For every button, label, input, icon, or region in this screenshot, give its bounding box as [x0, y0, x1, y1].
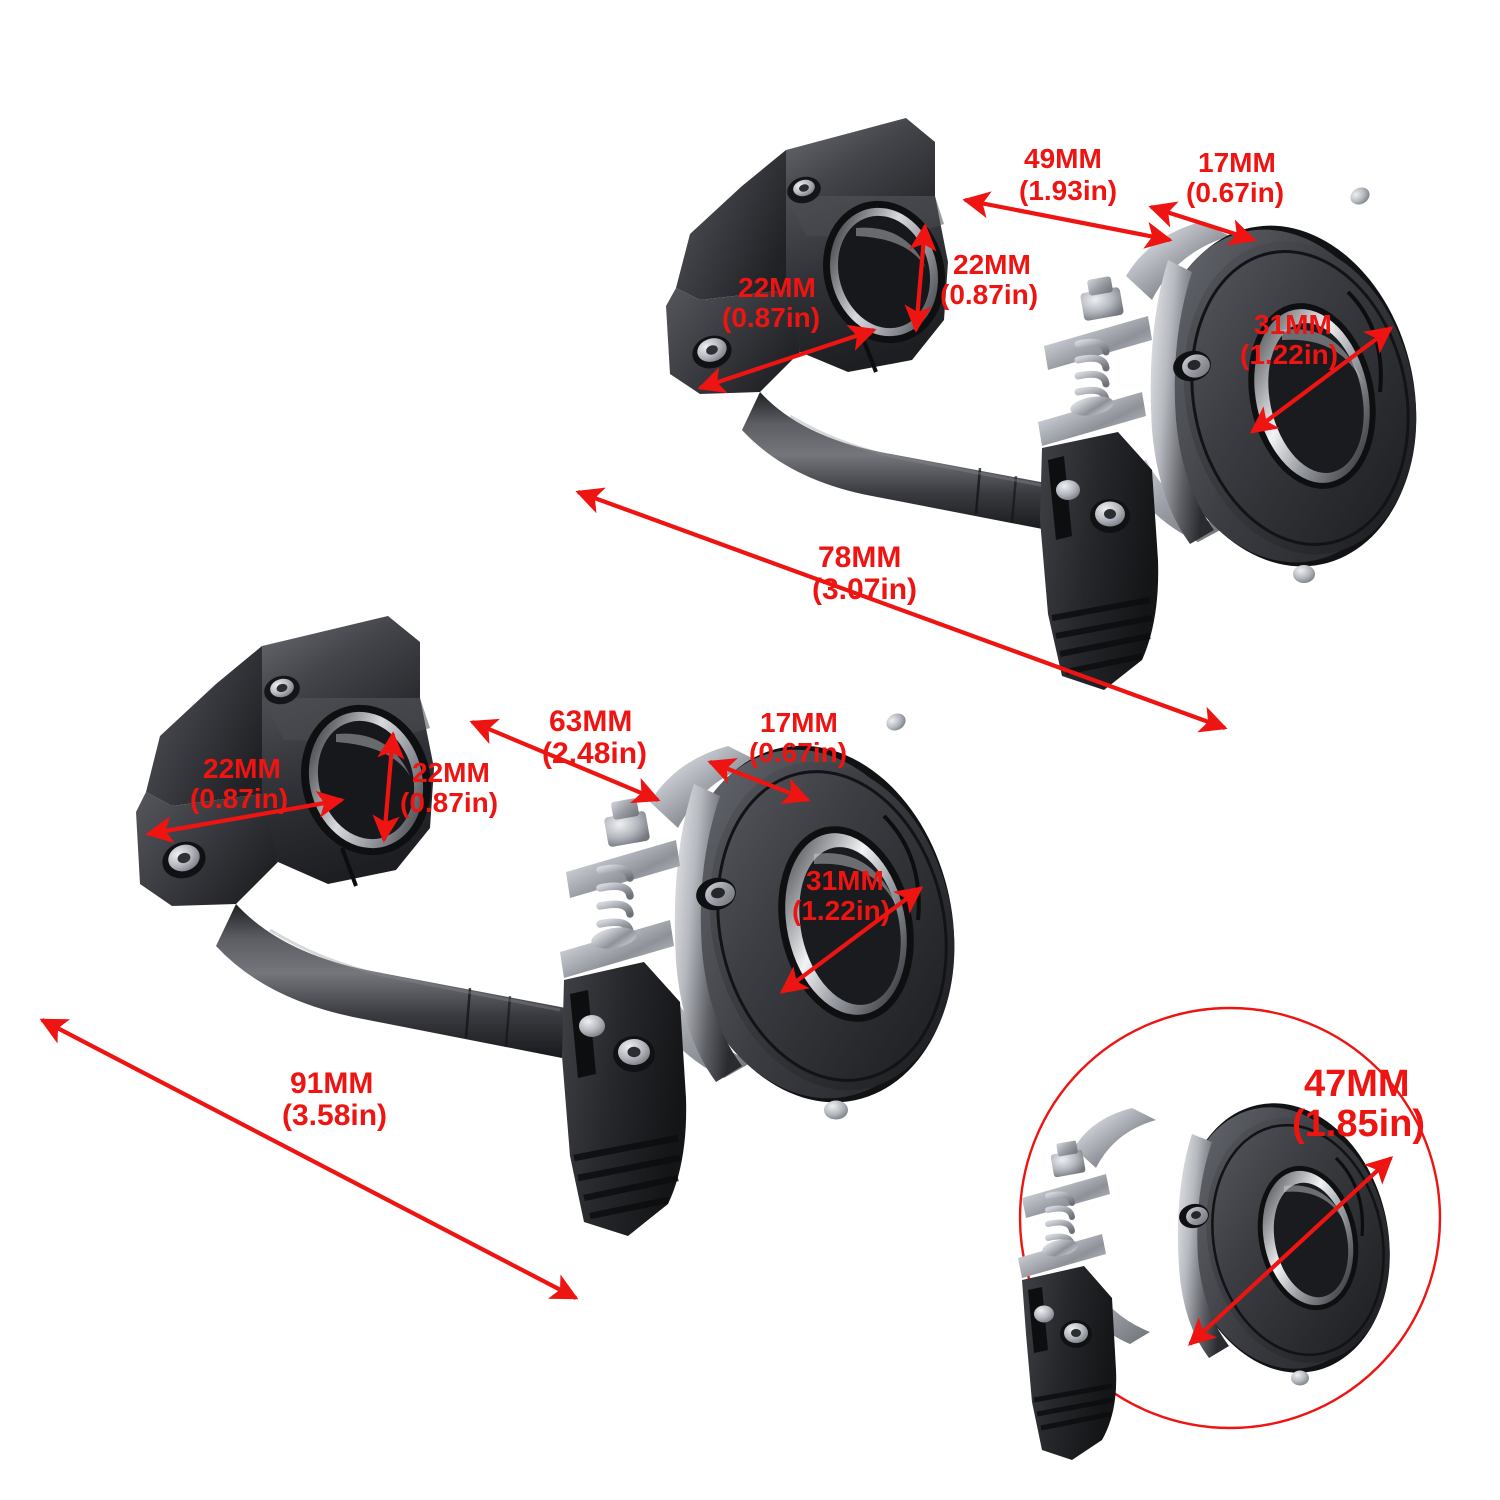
label-upper-22mm-diagonal-mm: 22MM [738, 272, 816, 303]
label-lower-22mm-vertical: 22MM (0.87in) [400, 757, 498, 818]
arrow-detail-47mm [1187, 1156, 1394, 1346]
label-lower-31mm-in: (1.22in) [792, 895, 890, 926]
label-lower-22mm-vertical-mm: 22MM [412, 757, 490, 788]
label-lower-91mm: 91MM (3.58in) [282, 1067, 387, 1132]
callout-circle-outline [1018, 1006, 1442, 1430]
label-upper-22mm-vertical-in: (0.87in) [940, 279, 1038, 310]
label-upper-22mm-vertical: 22MM (0.87in) [940, 249, 1038, 310]
arrow-upper-31mm [1249, 326, 1394, 434]
label-upper-22mm-vertical-mm: 22MM [953, 249, 1031, 280]
label-lower-63mm-mm: 63MM [549, 705, 632, 738]
arrow-lower-22mm-vertical [372, 731, 405, 843]
label-lower-17mm-in: (0.67in) [749, 737, 847, 768]
arrow-lower-22mm-diagonal [145, 790, 345, 844]
label-detail-47mm-mm: 47MM [1304, 1063, 1410, 1105]
label-lower-91mm-in: (3.58in) [282, 1099, 387, 1132]
arrow-upper-49mm [962, 191, 1173, 249]
dimension-arrows [39, 191, 1394, 1346]
label-upper-17mm-in: (0.67in) [1186, 177, 1284, 208]
label-lower-22mm-diagonal: 22MM (0.87in) [190, 753, 288, 814]
label-upper-78mm-in: (3.07in) [812, 573, 917, 606]
lower-clamp-lever [562, 962, 687, 1236]
label-upper-31mm-in: (1.22in) [1240, 339, 1338, 370]
label-upper-17mm-mm: 17MM [1198, 147, 1276, 178]
upper-spring-bolt-assembly [1038, 276, 1152, 446]
label-upper-78mm: 78MM (3.07in) [812, 541, 917, 606]
label-lower-17mm-mm: 17MM [760, 707, 838, 738]
lower-spring-bolt-assembly [560, 798, 680, 978]
label-upper-31mm: 31MM (1.22in) [1240, 309, 1338, 370]
upper-arm-tube [742, 392, 1062, 532]
arrow-lower-17mm [707, 758, 811, 804]
arrow-lower-63mm [469, 718, 661, 804]
arrow-upper-22mm-diagonal [697, 324, 877, 394]
dimension-labels: 49MM (1.93in) 17MM (0.67in) 22MM (0.87in… [190, 143, 1425, 1145]
label-upper-22mm-diagonal-in: (0.87in) [722, 302, 820, 333]
label-lower-22mm-vertical-in: (0.87in) [400, 787, 498, 818]
label-lower-31mm: 31MM (1.22in) [792, 865, 890, 926]
upper-clamp-lever [1040, 432, 1159, 690]
label-lower-63mm-in: (2.48in) [542, 737, 647, 770]
label-lower-31mm-mm: 31MM [806, 865, 884, 896]
upper-handlebar-clamp-block [666, 118, 948, 394]
lower-handlebar-clamp-block [136, 616, 434, 906]
arrow-upper-22mm-vertical [904, 223, 937, 333]
label-upper-17mm: 17MM (0.67in) [1186, 147, 1284, 208]
label-lower-17mm: 17MM (0.67in) [749, 707, 847, 768]
arrow-upper-17mm [1148, 201, 1257, 246]
label-upper-78mm-mm: 78MM [818, 541, 901, 574]
arrow-upper-78mm [575, 487, 1228, 733]
label-upper-49mm-in: (1.93in) [1019, 175, 1117, 206]
label-detail-47mm-in: (1.85in) [1292, 1103, 1425, 1145]
label-upper-22mm-diagonal: 22MM (0.87in) [722, 272, 820, 333]
label-lower-63mm: 63MM (2.48in) [542, 705, 647, 770]
upper-ring-clamp [1120, 187, 1417, 583]
label-upper-49mm-mm: 49MM [1024, 143, 1102, 174]
label-upper-31mm-mm: 31MM [1254, 309, 1332, 340]
label-detail-47mm: 47MM (1.85in) [1292, 1063, 1425, 1145]
label-lower-91mm-mm: 91MM [290, 1067, 373, 1100]
label-lower-22mm-diagonal-in: (0.87in) [190, 783, 288, 814]
label-lower-22mm-diagonal-mm: 22MM [203, 753, 281, 784]
label-upper-49mm: 49MM (1.93in) [1019, 143, 1117, 206]
arrow-lower-91mm [39, 1018, 579, 1300]
lower-arm-tube [216, 904, 566, 1058]
arrow-lower-31mm [779, 886, 924, 994]
